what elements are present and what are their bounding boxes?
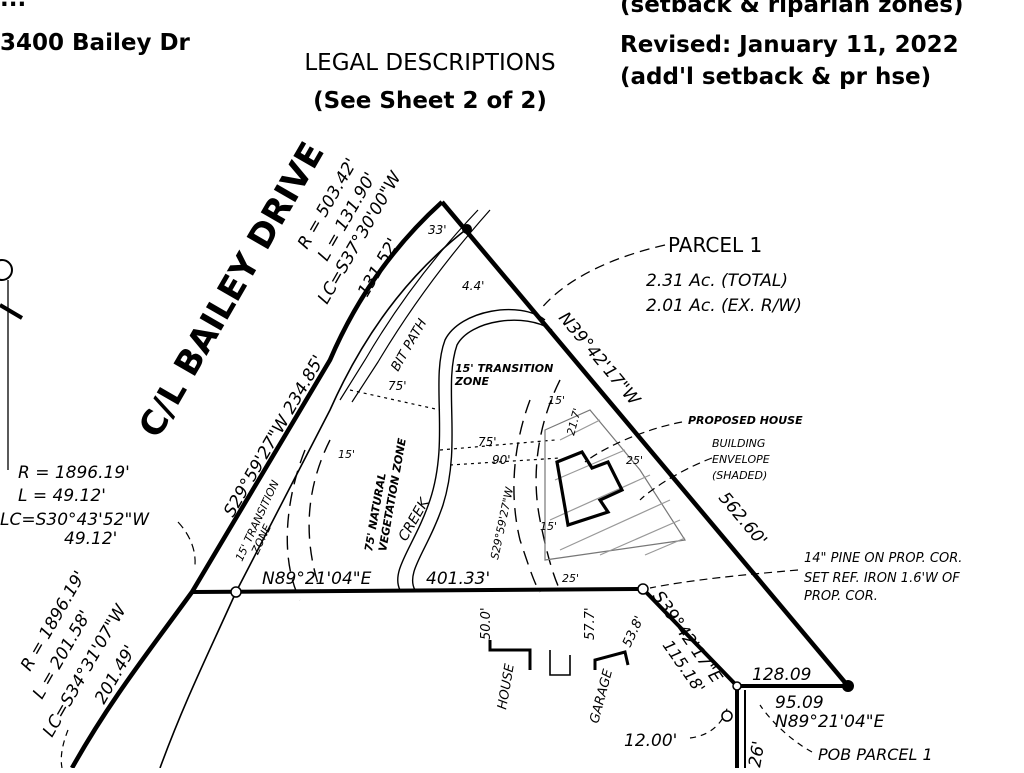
corner-marker-pob (732, 681, 742, 691)
corner-marker-east (842, 680, 854, 692)
dim-75a: 75' (388, 379, 407, 393)
vegetation-zone-line (308, 439, 331, 591)
dim-90: 90' (492, 453, 511, 467)
curve-mid-labels: R = 1896.19' L = 49.12' LC=S30°43'52"W 4… (0, 463, 150, 549)
envelope-label-2: ENVELOPE (712, 453, 770, 466)
dim-25a: 25' (626, 454, 643, 467)
dim-15c: 15' (548, 394, 565, 407)
dim-15b: 15' (540, 520, 557, 533)
transition-zone-line (286, 449, 306, 601)
edge-symbol (0, 259, 13, 281)
dist-12: 12.00' (624, 731, 677, 751)
pine-note-3: PROP. COR. (804, 589, 878, 604)
transition-zone-east-2: ZONE (454, 375, 490, 388)
interior-bearing: S29°59'27"W (488, 485, 516, 561)
house-label: HOUSE (495, 662, 518, 711)
revised-note: (add'l setback & pr hse) (620, 64, 931, 90)
setback-leader-2 (439, 439, 556, 451)
proposed-house-label: PROPOSED HOUSE (688, 414, 803, 427)
ne-bearing: N39°42'17"W (554, 308, 644, 410)
curve-low-leader (60, 729, 69, 769)
pob-leader (759, 704, 813, 753)
corner-marker-west (230, 586, 242, 598)
pine-note-1: 14" PINE ON PROP. COR. (804, 551, 962, 566)
revision-fragment: (setback & riparian zones) (620, 0, 963, 18)
pine-leader (649, 569, 799, 589)
south-bearing: N89°21'04"E (262, 569, 372, 589)
east-zone-line (535, 379, 561, 591)
dist-95: 95.09 (775, 693, 824, 713)
east-transition-line (513, 399, 541, 593)
dim-44: 4.4' (462, 279, 484, 293)
existing-house-outline (488, 640, 532, 670)
curve-mid-lc: LC=S30°43'52"W (0, 510, 150, 530)
setback-leader-1 (349, 389, 441, 411)
right-of-way-line (159, 227, 469, 769)
curve-mid-r: R = 1896.19' (18, 463, 130, 483)
curve-low-labels: R = 1896.19' L = 201.58' LC=S34°31'07"W … (17, 568, 140, 741)
address-label: 3400 Bailey Dr (0, 30, 191, 56)
garage-label: GARAGE (587, 667, 616, 725)
dim-50: 50.0' (479, 607, 494, 640)
dist-26: 26' (745, 739, 769, 768)
legal-subtitle: (See Sheet 2 of 2) (313, 88, 547, 114)
top-left-fragment: ... (0, 0, 26, 12)
creek-bank-a (397, 308, 546, 591)
dim-217: 21.7' (564, 407, 584, 437)
parcel-name: PARCEL 1 (668, 233, 762, 257)
dist-128: 128.09 (752, 665, 811, 685)
parcel-leader (539, 244, 666, 311)
parcel-area-total: 2.31 Ac. (TOTAL) (646, 271, 788, 291)
dim-25b: 25' (562, 572, 579, 585)
bit-path-line-b (351, 209, 491, 403)
envelope-leader (639, 457, 713, 501)
corner-marker-pine (637, 583, 649, 595)
shed-outline (549, 650, 571, 676)
south-distance: 401.33' (426, 569, 490, 589)
bearing-95: N89°21'04"E (775, 712, 885, 732)
dim-33: 33' (428, 223, 447, 237)
legal-title: LEGAL DESCRIPTIONS (304, 50, 555, 76)
southeast-boundary (641, 587, 739, 688)
pine-note-2: SET REF. IRON 1.6'W OF (804, 571, 960, 586)
proposed-house-outline (555, 450, 625, 528)
corner-marker-12 (721, 710, 733, 722)
bit-path-label: BIT PATH (388, 316, 430, 374)
ne-distance: 562.60' (714, 488, 771, 550)
corner-marker-north (462, 224, 472, 234)
dim-53: 53.8' (620, 614, 647, 650)
creek-bank-b (411, 319, 553, 591)
south-boundary (191, 587, 644, 594)
dim-75b: 75' (478, 435, 497, 449)
transition-zone-east-1: 15' TRANSITION (455, 362, 553, 375)
envelope-label-1: BUILDING (712, 437, 765, 450)
curve-mid-chord: 49.12' (64, 529, 117, 549)
curve-mid-leader (177, 521, 196, 566)
pob-label: POB PARCEL 1 (818, 745, 933, 764)
setback-leader-3 (449, 457, 561, 466)
northeast-boundary (440, 200, 850, 688)
edge-mark (0, 303, 24, 320)
dim-57: 57.7' (583, 607, 598, 640)
envelope-label-3: (SHADED) (712, 469, 767, 482)
revised-date: Revised: January 11, 2022 (620, 32, 959, 58)
parcel-area-ex-rw: 2.01 Ac. (EX. R/W) (646, 296, 802, 316)
bailey-drive-centerline (70, 200, 444, 770)
dim-15a: 15' (338, 448, 355, 461)
curve-mid-l: L = 49.12' (18, 486, 106, 506)
house-leader (584, 421, 683, 463)
existing-garage-outline (593, 650, 630, 670)
dist12-leader (689, 704, 729, 739)
